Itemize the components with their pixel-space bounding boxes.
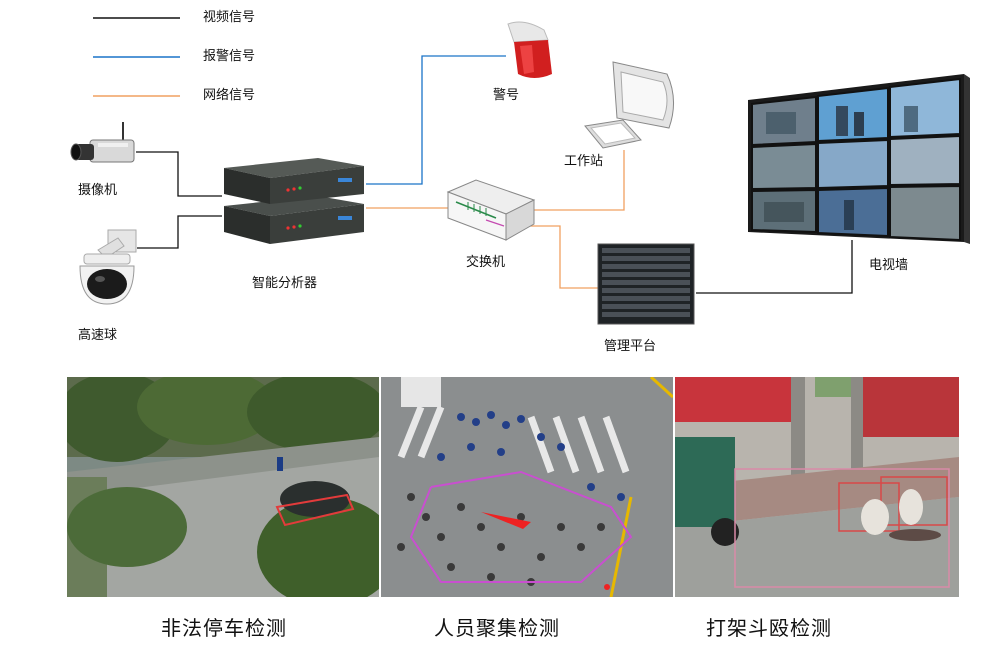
box-camera-icon: [70, 122, 135, 163]
legend-network-label: 网络信号: [203, 88, 256, 103]
workstation-network-link: [530, 150, 625, 211]
workstation-label: 工作站: [564, 154, 604, 169]
crowd-caption: 人员聚集检测: [434, 616, 560, 640]
legend-alarm-label: 报警信号: [203, 49, 256, 64]
parking-detection-image: [67, 377, 379, 597]
crowd-detection-image: [381, 377, 673, 597]
analyzer-box-icon: [224, 158, 364, 244]
alarm-label: 警号: [493, 88, 520, 103]
network-switch-icon: [446, 179, 536, 241]
server-rack-icon: [597, 243, 695, 325]
analyzer-label: 智能分析器: [252, 276, 318, 291]
dome-video-link: [137, 215, 222, 249]
dome-camera-icon: [79, 229, 137, 305]
fight-detection-image: [675, 377, 959, 597]
switch-label: 交换机: [466, 255, 506, 270]
camera-label: 摄像机: [78, 183, 118, 198]
video-wall-icon: [748, 74, 970, 244]
alarm-link: [366, 55, 506, 185]
videowall-label: 电视墙: [869, 258, 909, 273]
parking-caption: 非法停车检测: [161, 616, 287, 640]
siren-icon: [507, 21, 552, 78]
dome-label: 高速球: [78, 328, 118, 343]
legend-video-label: 视频信号: [203, 10, 256, 25]
platform-label: 管理平台: [604, 339, 657, 354]
camera-video-link: [136, 151, 222, 197]
fight-caption: 打架斗殴检测: [706, 616, 832, 640]
videowall-video-link: [696, 240, 853, 294]
platform-network-link: [530, 225, 598, 289]
computer-icon: [584, 61, 674, 149]
